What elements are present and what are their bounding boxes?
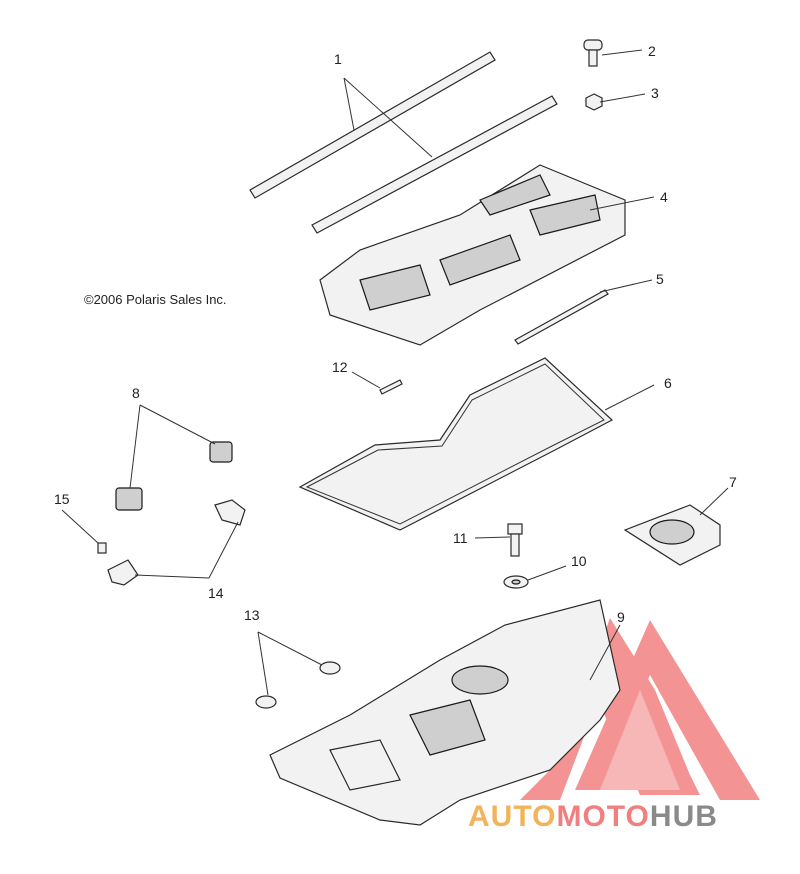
callout-7: 7 bbox=[729, 474, 737, 490]
part-3-nut bbox=[585, 93, 603, 111]
callout-5: 5 bbox=[656, 271, 664, 287]
part-9-storage-tub bbox=[269, 599, 621, 826]
part-10-washer bbox=[503, 575, 529, 589]
part-5-strip bbox=[514, 289, 609, 345]
part-13-grommets bbox=[255, 661, 341, 709]
svg-text:AUTOMOTOHUB: AUTOMOTOHUB bbox=[468, 800, 718, 833]
watermark-hub: HUB bbox=[650, 800, 718, 833]
callout-1: 1 bbox=[334, 51, 342, 67]
callout-10: 10 bbox=[571, 553, 587, 569]
copyright-text: ©2006 Polaris Sales Inc. bbox=[84, 292, 227, 307]
callout-13: 13 bbox=[244, 607, 260, 623]
part-1-seal-strips bbox=[249, 51, 558, 234]
part-7-plate bbox=[623, 504, 721, 566]
callout-11: 11 bbox=[453, 530, 468, 546]
callout-4: 4 bbox=[660, 189, 668, 205]
part-6-gasket bbox=[298, 357, 614, 531]
callout-9: 9 bbox=[617, 609, 625, 625]
part-4-storage-lid bbox=[319, 164, 626, 346]
part-12-pin bbox=[379, 379, 403, 395]
callout-labels: 1 2 3 4 5 6 7 8 9 10 11 12 13 14 15 bbox=[54, 43, 737, 625]
callout-2: 2 bbox=[648, 43, 656, 59]
watermark-text: AUTOMOTOHUB bbox=[468, 800, 718, 833]
part-2-bolt bbox=[583, 39, 603, 67]
callout-8: 8 bbox=[132, 385, 140, 401]
part-15-rivet bbox=[97, 542, 107, 554]
callout-6: 6 bbox=[664, 375, 672, 391]
watermark-moto: MOTO bbox=[556, 800, 649, 833]
leader-lines bbox=[61, 49, 729, 696]
callout-12: 12 bbox=[332, 359, 348, 375]
callout-14: 14 bbox=[208, 585, 224, 601]
part-14-brackets bbox=[107, 499, 246, 586]
watermark-auto: AUTO bbox=[468, 800, 556, 833]
callout-15: 15 bbox=[54, 491, 70, 507]
part-8-clips bbox=[115, 441, 233, 511]
part-11-bolt bbox=[507, 523, 523, 557]
callout-3: 3 bbox=[651, 85, 659, 101]
